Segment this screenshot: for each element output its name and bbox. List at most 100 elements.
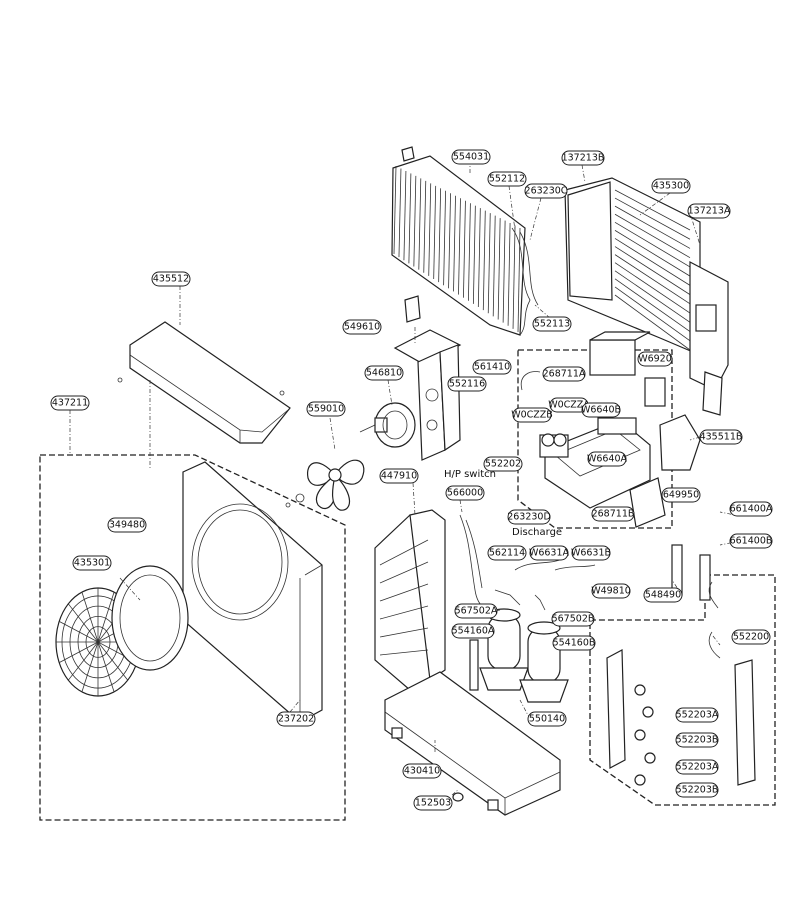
svg-text:546810: 546810 [366, 368, 402, 379]
panel-rib [614, 286, 691, 342]
tag-263230c: 263230C [524, 183, 568, 199]
tag-552113: 552113 [532, 316, 572, 332]
svg-text:137213A: 137213A [688, 206, 731, 217]
tag-550140: 550140 [527, 711, 567, 727]
tag-552200: 552200 [731, 629, 771, 645]
coil-fin [398, 168, 402, 258]
tag-566000: 566000 [445, 485, 485, 501]
svg-text:559010: 559010 [308, 404, 344, 415]
tag-549610: 549610 [342, 319, 382, 335]
svg-text:554031: 554031 [453, 152, 489, 163]
svg-text:550140: 550140 [529, 714, 565, 725]
svg-text:447910: 447910 [381, 471, 417, 482]
coil-fin [468, 203, 471, 301]
tag-w6631b: W6631B [571, 545, 611, 561]
panel-rib [614, 246, 691, 295]
side-cover [659, 414, 701, 471]
svg-text:349480: 349480 [109, 520, 145, 531]
svg-text:435512: 435512 [153, 274, 189, 285]
tag-w6631a: W6631A [529, 545, 570, 561]
panel-rib [614, 205, 691, 249]
svg-text:W49810: W49810 [591, 586, 631, 597]
svg-text:552203B: 552203B [676, 735, 719, 746]
svg-text:554160B: 554160B [553, 638, 596, 649]
svg-text:554160A: 554160A [452, 626, 495, 637]
panel-rib [614, 254, 691, 305]
coil-fin [428, 183, 432, 276]
coil-fin [418, 178, 422, 270]
tag-552203b-bottom: 552203B [675, 782, 719, 798]
valve-fitting [634, 684, 646, 696]
svg-text:649950: 649950 [663, 490, 699, 501]
svg-text:237202: 237202 [278, 714, 314, 725]
compressor-b [519, 621, 569, 703]
compressor-a [479, 608, 529, 691]
svg-text:152503: 152503 [415, 798, 451, 809]
svg-text:552112: 552112 [489, 174, 525, 185]
tag-430410: 430410 [402, 763, 442, 779]
coil-fin [463, 200, 466, 298]
svg-text:437211: 437211 [52, 398, 88, 409]
coil-fin [453, 195, 456, 292]
svg-text:W6640A: W6640A [587, 454, 628, 465]
svg-text:552203B: 552203B [676, 785, 719, 796]
svg-text:W6640B: W6640B [581, 405, 621, 416]
coil-fin [408, 173, 412, 264]
tag-237202: 237202 [276, 711, 316, 727]
panel-rib [614, 197, 691, 240]
tag-552202: 552202 [483, 456, 523, 472]
coil-fin [502, 220, 506, 323]
tag-137213a: 137213A [687, 203, 731, 219]
svg-text:552203A: 552203A [676, 710, 719, 721]
tag-w49810: W49810 [591, 583, 631, 599]
panel-rib [614, 189, 691, 231]
tag-435301: 435301 [72, 555, 112, 571]
tag-437211: 437211 [50, 395, 90, 411]
svg-text:435511B: 435511B [700, 432, 743, 443]
coil-fin [512, 225, 516, 329]
svg-text:562114: 562114 [489, 548, 525, 559]
hp-switch-note: H/P switch [444, 469, 496, 480]
valve-fitting [634, 729, 646, 741]
svg-text:263230C: 263230C [525, 186, 568, 197]
tag-554160a: 554160A [451, 623, 495, 639]
tag-548490: 548490 [643, 587, 683, 603]
coil-fin [497, 218, 501, 320]
svg-text:W6631B: W6631B [571, 548, 611, 559]
tag-435300: 435300 [651, 178, 691, 194]
coil-fin [448, 193, 451, 289]
svg-text:268711A: 268711A [543, 369, 586, 380]
svg-text:567502B: 567502B [552, 614, 595, 625]
barrier-slat [379, 627, 429, 638]
svg-text:W6920: W6920 [638, 354, 672, 365]
tag-561410: 561410 [472, 359, 512, 375]
fan-assembly-group-box [39, 454, 346, 821]
valve-fitting [642, 706, 654, 718]
barrier-slat [379, 583, 429, 602]
barrier-slat [379, 605, 429, 620]
tag-137213b: 137213B [561, 150, 605, 166]
coil-fin [403, 170, 407, 261]
top-cover [117, 321, 291, 444]
fan-motor [359, 402, 416, 448]
orifice-ring [111, 565, 189, 671]
tag-w6640a: W6640A [587, 451, 628, 467]
coil-fin [492, 215, 496, 317]
tag-349480: 349480 [107, 517, 147, 533]
tag-552203a-top: 552203A [675, 707, 719, 723]
svg-text:566000: 566000 [447, 488, 483, 499]
svg-text:567502A: 567502A [455, 606, 498, 617]
tag-447910: 447910 [379, 468, 419, 484]
svg-text:435301: 435301 [74, 558, 110, 569]
tag-567502b: 567502B [551, 611, 595, 627]
control-box-group-box [517, 349, 673, 529]
tag-w6640b: W6640B [581, 402, 621, 418]
svg-text:549610: 549610 [344, 322, 380, 333]
tag-w6920: W6920 [637, 351, 673, 367]
svg-text:661400A: 661400A [730, 504, 773, 515]
coil-fin [393, 165, 397, 255]
tag-152503: 152503 [413, 795, 453, 811]
svg-text:561410: 561410 [474, 362, 510, 373]
